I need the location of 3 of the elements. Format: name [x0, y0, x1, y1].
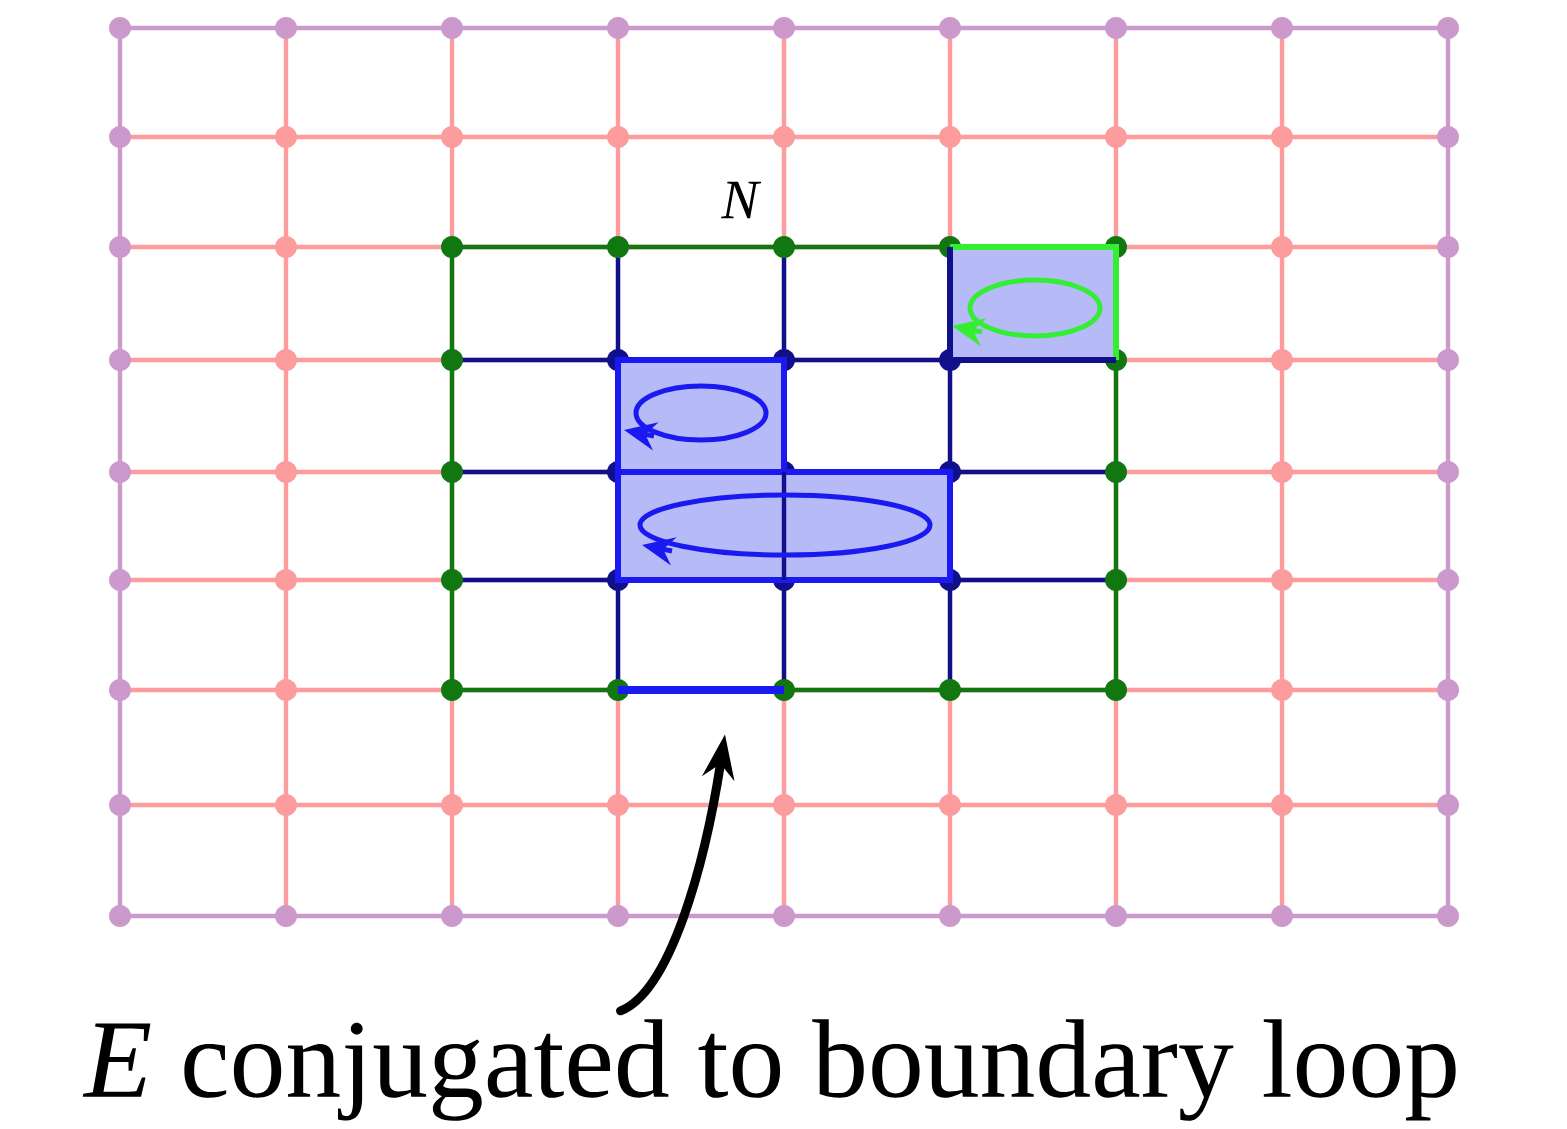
- highlighted-edge: [618, 686, 784, 694]
- region-label: N: [721, 181, 762, 219]
- annotation-text: E conjugated to boundary loop: [82, 1019, 1456, 1121]
